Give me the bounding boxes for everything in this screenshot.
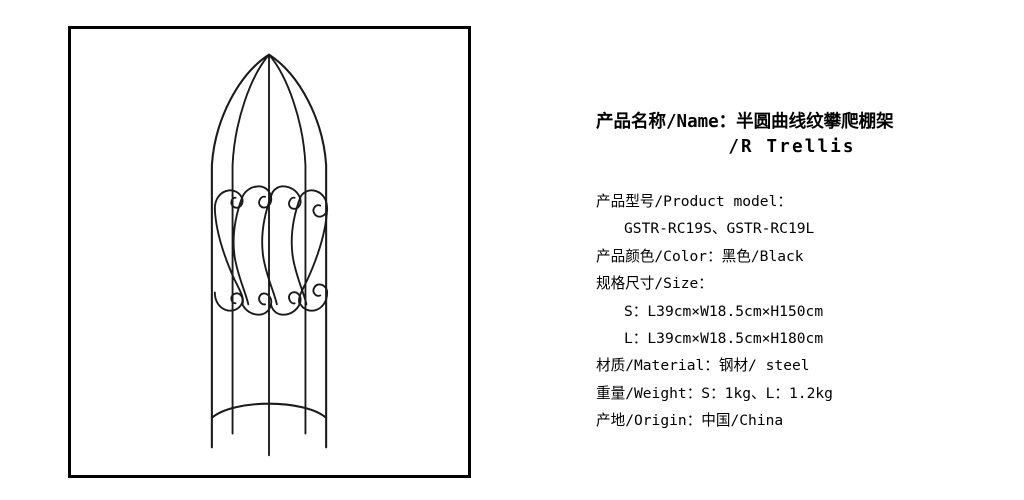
spec-size-small: S：L39cm×W18.5cm×H150cm [624, 302, 824, 320]
product-title: 产品名称/Name：半圆曲线纹攀爬棚架 /R Trellis [596, 110, 996, 160]
spec-product-model-value: GSTR-RC19S、GSTR-RC19L [624, 220, 815, 238]
spec-color: 产品颜色/Color：黑色/Black [596, 247, 804, 265]
specification-list: 产品型号/Product model： GSTR-RC19S、GSTR-RC19… [596, 188, 996, 435]
spec-origin: 产地/Origin：中国/China [596, 412, 784, 430]
spec-size-large: L：L39cm×W18.5cm×H180cm [624, 330, 824, 348]
product-title-line-1: 产品名称/Name：半圆曲线纹攀爬棚架 [596, 112, 894, 132]
spec-material: 材质/Material：钢材/ steel [596, 357, 810, 375]
trellis-illustration [210, 53, 329, 457]
product-title-line-2: /R Trellis [728, 137, 856, 157]
product-image-panel [68, 26, 471, 478]
spec-product-model-label: 产品型号/Product model： [596, 193, 792, 210]
product-specification-panel: 产品名称/Name：半圆曲线纹攀爬棚架 /R Trellis 产品型号/Prod… [596, 110, 996, 435]
spec-weight: 重量/Weight：S：1kg、L：1.2kg [596, 384, 833, 402]
spec-size-label: 规格尺寸/Size： [596, 275, 713, 293]
